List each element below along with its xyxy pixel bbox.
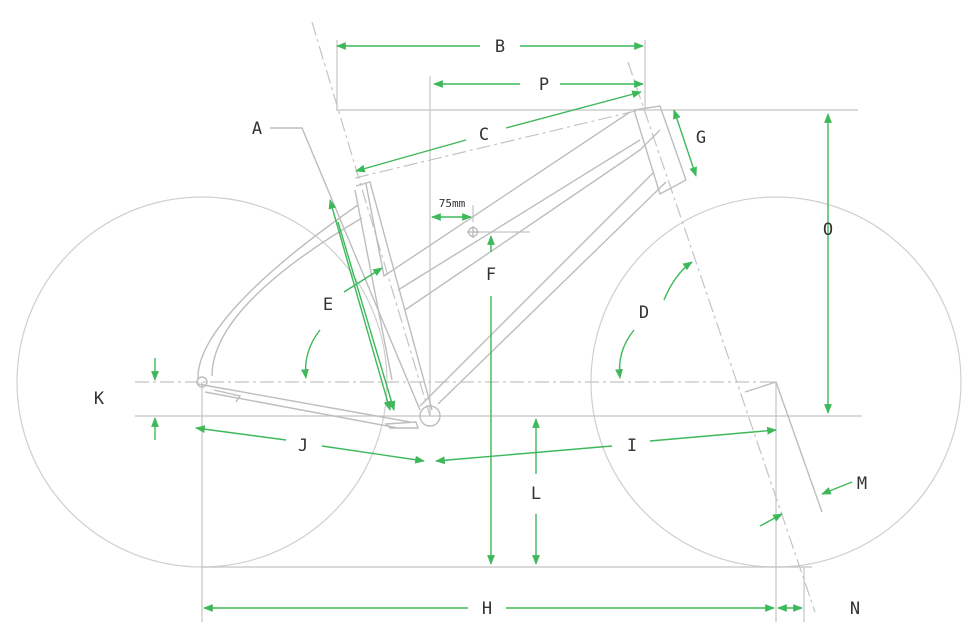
dim-A-seat — [337, 221, 396, 411]
dim-C-lower — [355, 139, 467, 173]
reference-lines — [135, 21, 862, 622]
label-A: A — [252, 119, 262, 139]
label-D: D — [639, 303, 649, 323]
label-H: H — [482, 599, 492, 619]
label-J: J — [298, 436, 308, 456]
dim-J-left — [195, 425, 287, 441]
label-G: G — [696, 128, 706, 148]
label-75mm: 75mm — [439, 197, 466, 210]
label-C: C — [479, 125, 489, 145]
label-M: M — [857, 474, 867, 494]
dim-A — [328, 199, 392, 411]
dim-I-right — [649, 426, 777, 442]
label-K: K — [94, 389, 105, 409]
dim-E — [343, 267, 383, 293]
dim-E-angle — [301, 329, 321, 379]
dimension-arrows — [151, 42, 853, 612]
dim-J-right — [321, 445, 425, 464]
dim-I-left — [435, 445, 613, 465]
label-B: B — [495, 37, 505, 57]
dimension-labels: A B C D E F G H I J K L M N O P 75mm — [94, 37, 867, 619]
label-F: F — [486, 265, 496, 285]
dim-M-upper — [821, 481, 853, 495]
dim-C-upper — [505, 90, 642, 129]
label-L: L — [531, 484, 541, 504]
dim-M-lower — [759, 513, 783, 527]
label-O: O — [823, 220, 833, 240]
label-P: P — [539, 75, 549, 95]
label-E: E — [323, 295, 333, 315]
dim-D-angle-left — [615, 329, 635, 379]
dim-D-angle-right — [663, 261, 693, 301]
label-N: N — [850, 599, 860, 619]
label-I: I — [627, 436, 637, 456]
dim-G — [673, 109, 697, 177]
bike-frame — [196, 105, 823, 513]
